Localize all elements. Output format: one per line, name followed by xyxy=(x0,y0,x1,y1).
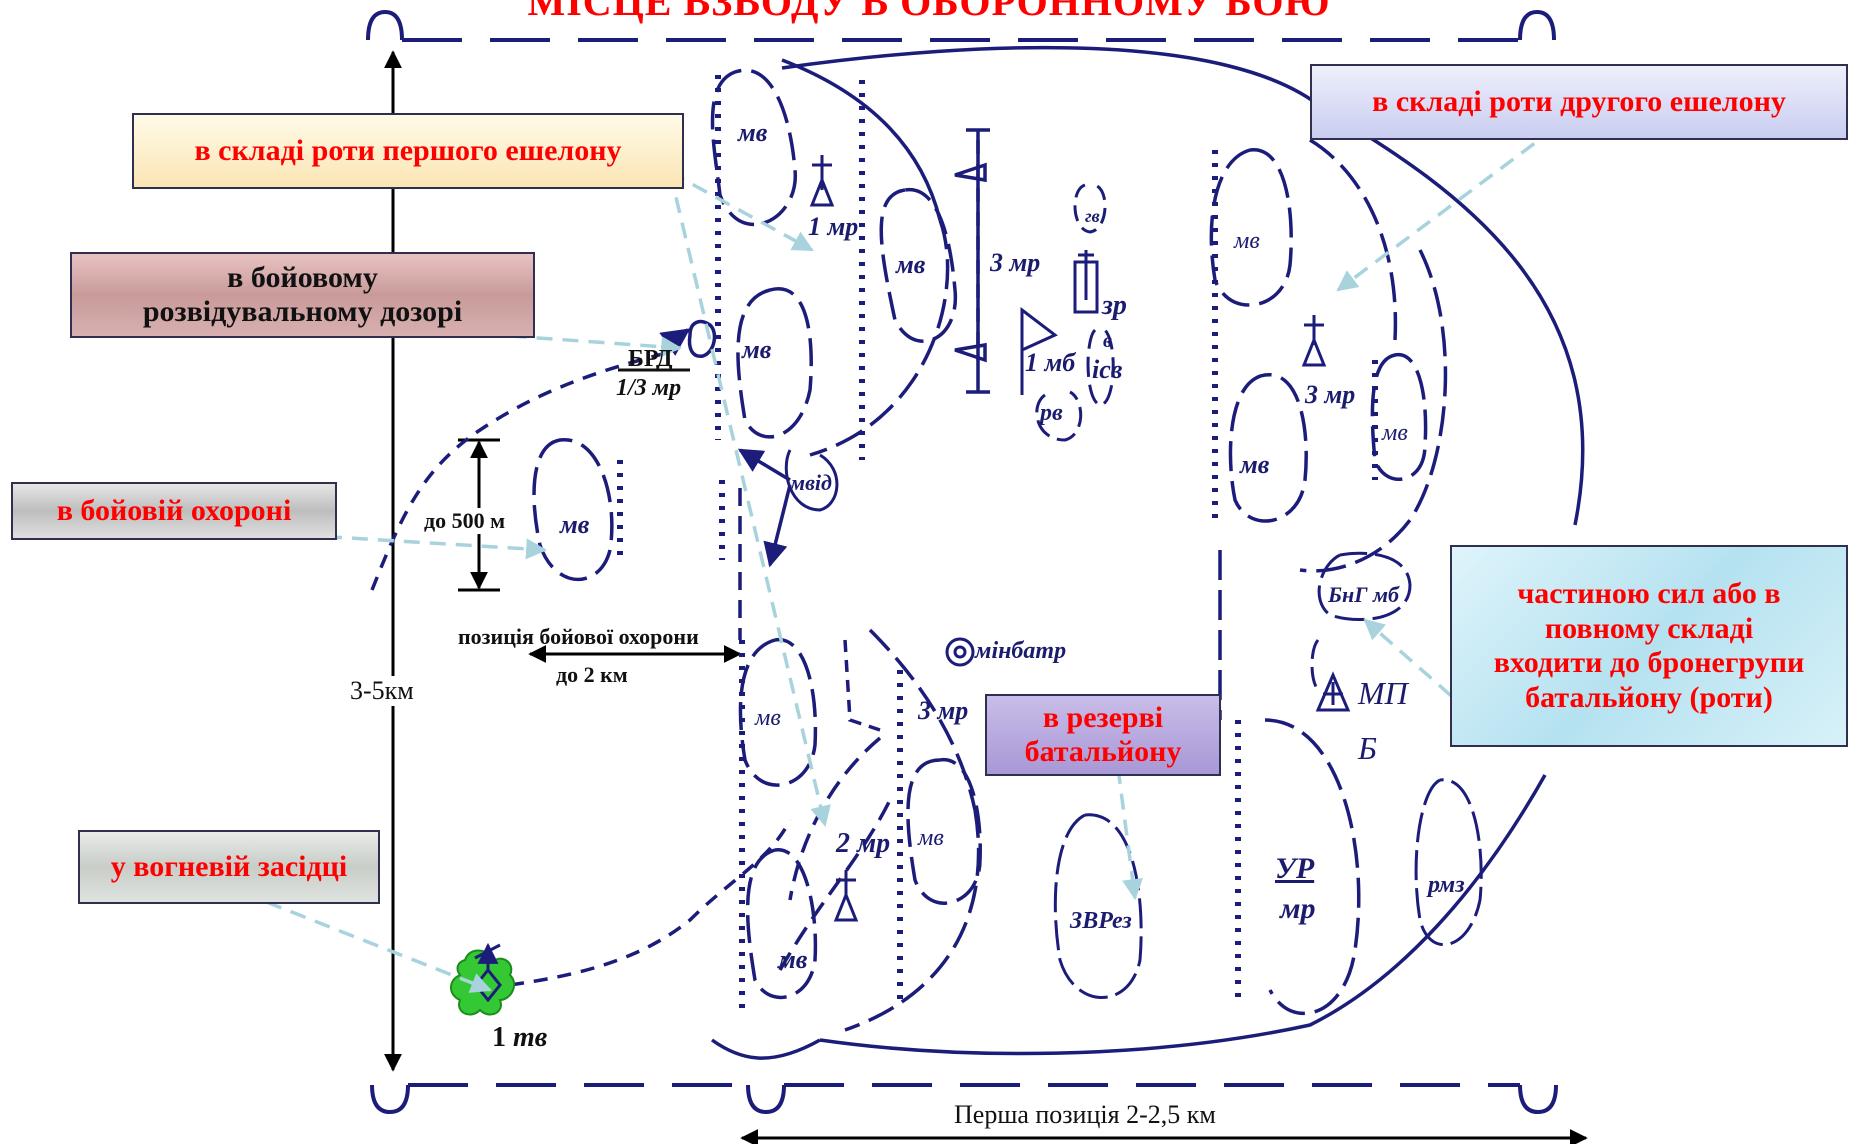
label-depth-prefix: 3-5 xyxy=(350,676,385,705)
callout-armor-group-line2: повному складі xyxy=(1544,611,1754,645)
callout-recon-patrol: в бойовому розвідувальному дозорі xyxy=(70,252,535,338)
label-brd-sub: 1/3 мр xyxy=(616,375,682,401)
callout-first-echelon: в складі роти першого ешелону xyxy=(132,113,684,189)
brd-symbol xyxy=(687,319,717,358)
callout-armor-group: частиною сил або в повному складі входит… xyxy=(1450,545,1848,747)
label-gv: гв xyxy=(1085,206,1100,226)
label-zr: зр xyxy=(1102,290,1127,321)
company-3 xyxy=(1209,138,1448,1016)
label-mpb-line1: МП xyxy=(1358,675,1408,711)
third-mr-line xyxy=(954,128,990,394)
label-up-to-500: до 500 м xyxy=(424,508,506,534)
callout-second-echelon: в складі роти другого ешелону xyxy=(1310,64,1848,140)
label-ur: УР xyxy=(1275,852,1315,885)
label-2mr: 2 мр xyxy=(836,828,891,859)
label-v: в xyxy=(1103,330,1112,352)
label-bng: БнГ мб xyxy=(1328,582,1400,607)
label-mpb-line2: Б xyxy=(1358,730,1377,766)
callout-combat-security: в бойовій охороні xyxy=(11,482,337,540)
label-mv-4: мв xyxy=(560,510,590,539)
callout-fire-ambush: у вогневій засідці xyxy=(78,830,380,904)
label-depth-unit: км xyxy=(384,676,414,705)
label-mv-7: мв xyxy=(778,945,808,974)
callout-reserve-line2: батальйону xyxy=(1024,735,1182,768)
label-zvrez: ЗВРез xyxy=(1070,908,1132,934)
label-mv-2: мв xyxy=(742,335,772,364)
security-position xyxy=(532,438,742,640)
label-tv: 1 тв xyxy=(492,1022,547,1054)
mvid-arrows xyxy=(737,448,792,568)
label-rmz: рмз xyxy=(1428,872,1465,898)
callout-armor-group-line3: входити до бронегрупи xyxy=(1493,646,1805,679)
recon-route xyxy=(370,350,671,591)
callout-armor-group-line1: частиною сил або в xyxy=(1517,577,1781,610)
callout-recon-patrol-line2: розвідувальному дозорі xyxy=(142,295,463,328)
callout-reserve: в резерві батальйону xyxy=(985,694,1221,776)
callout-fire-ambush-text: у вогневій засідці xyxy=(110,849,348,883)
label-depth: 3-5км xyxy=(350,676,414,706)
label-3mr-second: 3 мр xyxy=(1305,380,1356,409)
label-first-position: Перша позиція 2-2,5 км xyxy=(954,1100,1216,1129)
top-boundary xyxy=(366,9,1556,42)
label-mvid: мвід xyxy=(790,470,832,495)
label-mv-1: мв xyxy=(738,118,768,147)
callout-recon-patrol-line1: в бойовому xyxy=(227,260,378,294)
label-security-position: позиція бойової охорони xyxy=(458,624,699,649)
diagram-title: МІСЦЕ ВЗВОДУ В ОБОРОННОМУ БОЮ xyxy=(527,0,1331,24)
callout-armor-group-line4: батальйону (роти) xyxy=(1525,680,1773,714)
label-mv-9: мв xyxy=(1240,450,1270,479)
label-1mr: 1 мр xyxy=(808,212,859,241)
label-3mr-left: 3 мр xyxy=(918,696,969,725)
callout-leaders xyxy=(217,126,1557,993)
bottom-boundary xyxy=(370,1083,1558,1115)
label-ur-sub: мр xyxy=(1280,892,1316,925)
label-mv-3: мв xyxy=(896,250,926,279)
flag-symbols xyxy=(809,155,1483,999)
label-1mb: 1 мб xyxy=(1025,348,1076,377)
label-isv: ісв xyxy=(1092,355,1123,384)
label-mv-8: мв xyxy=(1234,228,1260,254)
label-tv-unit: тв xyxy=(513,1022,548,1053)
ambush-route xyxy=(509,819,792,987)
label-up-to-2km: до 2 км xyxy=(556,662,628,687)
label-minbatr: мінбатр xyxy=(975,638,1067,664)
label-mv-6: мв xyxy=(918,825,944,851)
label-tv-num: 1 xyxy=(492,1022,506,1053)
callout-reserve-line1: в резерві xyxy=(1042,700,1164,734)
label-3mr-first: 3 мр xyxy=(990,248,1041,277)
callout-combat-security-text: в бойовій охороні xyxy=(56,493,292,527)
label-mv-5: мв xyxy=(755,705,781,731)
label-mv-10: мв xyxy=(1382,420,1408,446)
callout-first-echelon-text: в складі роти першого ешелону xyxy=(194,133,622,167)
label-brd: БРД xyxy=(628,346,673,372)
label-rv: рв xyxy=(1040,400,1063,426)
callout-second-echelon-text: в складі роти другого ешелону xyxy=(1372,84,1786,118)
